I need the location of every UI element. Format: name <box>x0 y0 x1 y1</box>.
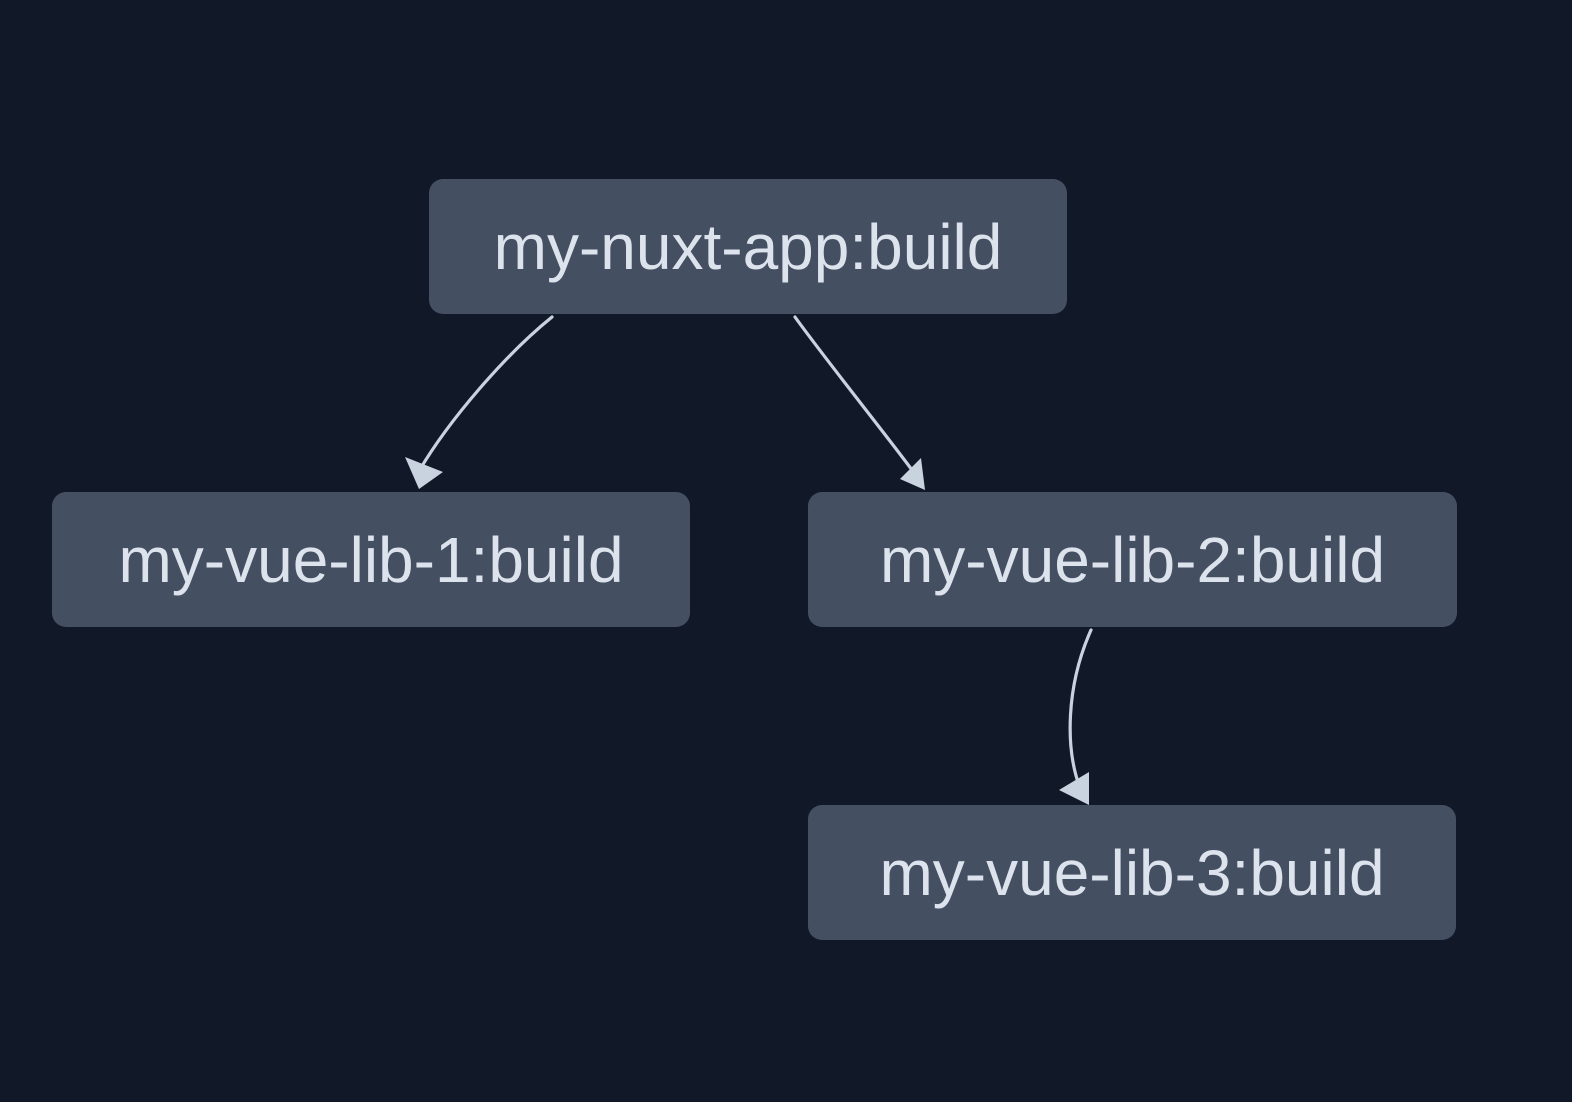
graph-node-label: my-vue-lib-3:build <box>879 836 1385 909</box>
edge-nuxt-app-to-lib-1 <box>405 315 554 489</box>
edge-lib-2-to-lib-3 <box>1059 628 1093 805</box>
graph-node-my-vue-lib-3-build[interactable]: my-vue-lib-3:build <box>808 805 1456 940</box>
graph-node-label: my-vue-lib-2:build <box>879 523 1386 596</box>
arrowhead-icon <box>1059 772 1089 805</box>
arrowhead-icon <box>900 458 925 490</box>
edge-line <box>417 315 554 473</box>
graph-node-my-vue-lib-1-build[interactable]: my-vue-lib-1:build <box>52 492 690 627</box>
graph-node-my-nuxt-app-build[interactable]: my-nuxt-app:build <box>429 179 1067 314</box>
graph-node-my-vue-lib-2-build[interactable]: my-vue-lib-2:build <box>808 492 1457 627</box>
edge-nuxt-app-to-lib-2 <box>793 315 925 490</box>
edge-line <box>793 315 917 476</box>
graph-node-label: my-vue-lib-1:build <box>118 523 624 596</box>
arrowhead-icon <box>405 457 443 489</box>
edge-line <box>1068 628 1093 790</box>
graph-node-label: my-nuxt-app:build <box>493 210 1003 283</box>
